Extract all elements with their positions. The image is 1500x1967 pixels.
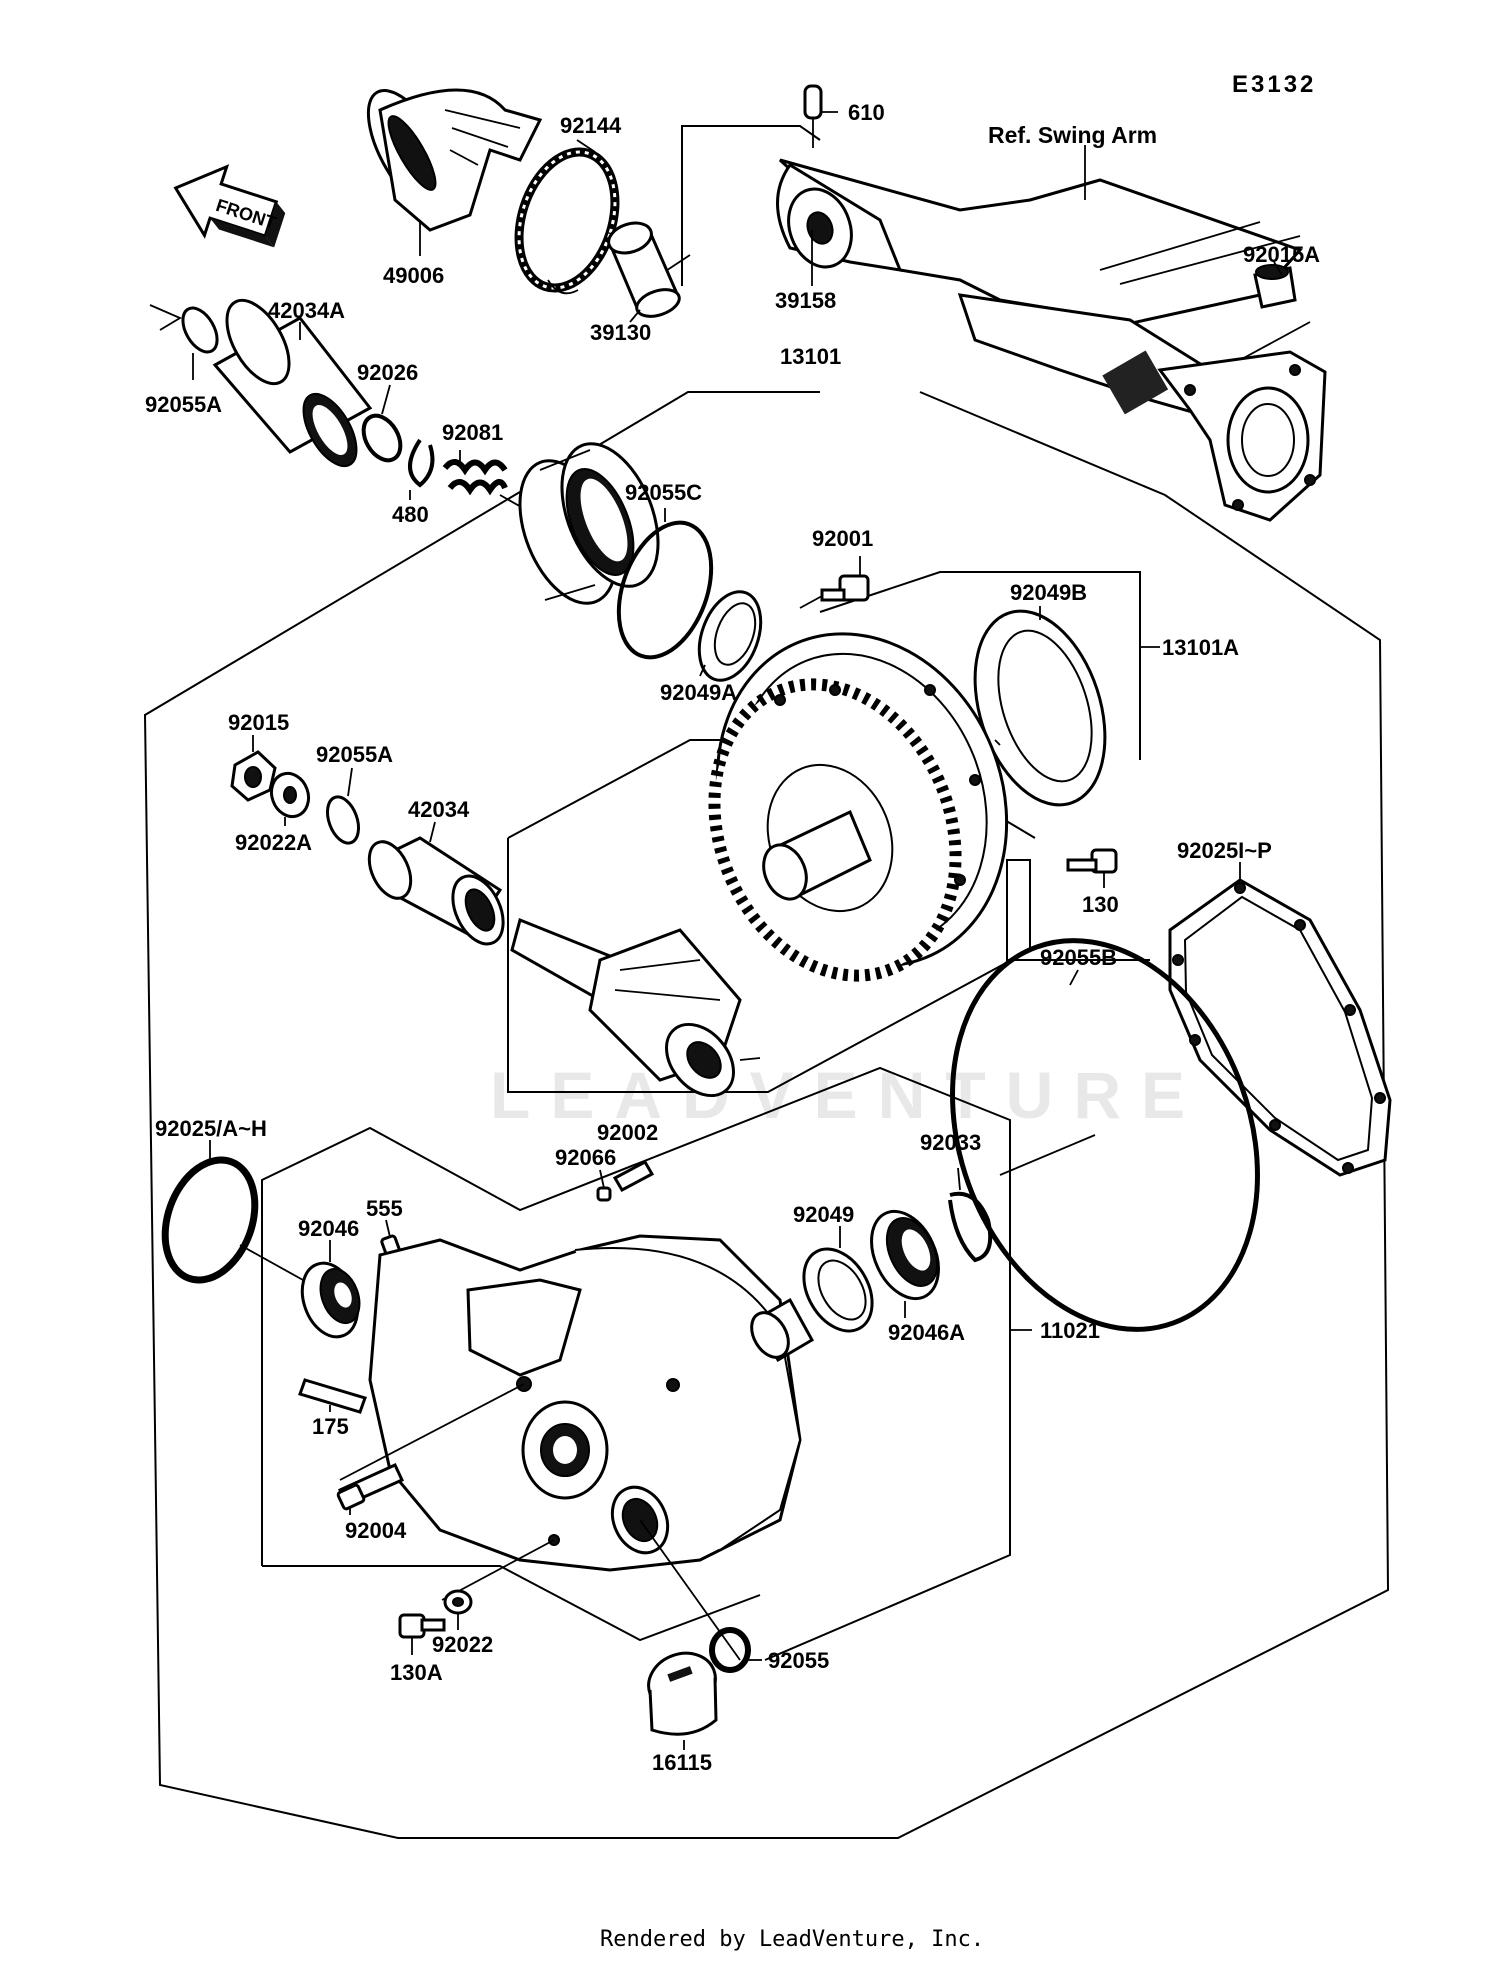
circlip-92033	[948, 1191, 993, 1263]
label-130A: 130A	[390, 1660, 443, 1685]
bearing-92055C	[518, 442, 660, 605]
label-92049: 92049	[793, 1202, 854, 1227]
label-39158: 39158	[775, 288, 836, 313]
label-92002: 92002	[597, 1120, 658, 1145]
plug-92066	[596, 1186, 612, 1202]
label-92015A: 92015A	[1243, 242, 1320, 267]
circlip-480	[408, 438, 435, 488]
bearing-92046	[300, 1261, 361, 1339]
ring-gear-13101A	[708, 632, 1009, 982]
label-92049B: 92049B	[1010, 580, 1087, 605]
washer-92022	[443, 1589, 473, 1615]
gasket-92025I-P	[1168, 878, 1392, 1177]
seal-92049A	[697, 590, 763, 682]
label-92066: 92066	[555, 1145, 616, 1170]
ref-swing-arm-label: Ref. Swing Arm	[988, 122, 1157, 148]
o-ring-92055C	[616, 520, 714, 660]
label-92022: 92022	[432, 1632, 493, 1657]
nut-92015	[230, 750, 277, 802]
swing-arm	[776, 158, 1327, 522]
label-92015: 92015	[228, 710, 289, 735]
watermark-text: LEADVENTURE	[490, 1058, 1205, 1132]
bolt-130	[1066, 848, 1118, 874]
label-11021: 11021	[1040, 1318, 1100, 1343]
final-gear-case-11021	[368, 1234, 802, 1572]
label-49006: 49006	[383, 263, 444, 288]
label-92046: 92046	[298, 1216, 359, 1241]
seal-92049	[802, 1247, 874, 1333]
label-92081: 92081	[442, 420, 503, 445]
label-92004: 92004	[345, 1518, 407, 1543]
bolt-92001	[820, 574, 870, 602]
bolt-130A	[398, 1613, 446, 1639]
frame-11021	[261, 1066, 1011, 1661]
bearing-92046A	[870, 1209, 940, 1301]
sleeve-42034A	[212, 298, 373, 468]
frame-swing-arm	[681, 125, 821, 286]
bushing-39130	[607, 221, 681, 318]
label-92025I-P: 92025I~P	[1177, 838, 1272, 863]
bolt-92002	[612, 1159, 655, 1193]
pin-610	[803, 84, 838, 120]
label-13101: 13101	[780, 344, 841, 369]
plug-16115	[647, 1651, 718, 1736]
front-arrow-icon: FRONT	[173, 164, 286, 248]
o-ring-92055A-top	[181, 306, 219, 354]
label-13101A: 13101A	[1162, 635, 1239, 660]
label-92026: 92026	[357, 360, 418, 385]
o-ring-92055	[709, 1627, 751, 1673]
label-42034: 42034	[408, 797, 470, 822]
stud-175	[298, 1378, 367, 1414]
label-92055: 92055	[768, 1648, 829, 1673]
label-16115: 16115	[652, 1750, 712, 1775]
label-92055C: 92055C	[625, 480, 702, 505]
footer-credit: Rendered by LeadVenture, Inc.	[600, 1927, 984, 1952]
label-130: 130	[1082, 892, 1119, 917]
label-92049A: 92049A	[660, 680, 737, 705]
pinion-shaft	[510, 917, 742, 1098]
collar-case	[750, 1297, 815, 1363]
label-175: 175	[312, 1414, 349, 1439]
label-92055A-mid: 92055A	[316, 742, 393, 767]
collar-42034	[367, 836, 505, 946]
stud-92004	[336, 1463, 405, 1511]
label-92025A-H: 92025/A~H	[155, 1116, 267, 1141]
cap-92015A	[1253, 264, 1297, 309]
label-610: 610	[848, 100, 885, 125]
washer-92022A	[269, 771, 311, 819]
seal-92049B	[973, 609, 1107, 807]
frame-13101	[143, 391, 1390, 1839]
label-39130: 39130	[590, 320, 651, 345]
label-555: 555	[366, 1196, 403, 1221]
label-92001: 92001	[812, 526, 873, 551]
label-92144: 92144	[560, 113, 622, 138]
label-92055A-top: 92055A	[145, 392, 222, 417]
boot-49006	[366, 88, 543, 232]
spring-92081	[442, 459, 508, 496]
label-92055B: 92055B	[1040, 945, 1117, 970]
o-ring-92055A-mid	[325, 795, 361, 845]
shim-92025A-H	[161, 1156, 259, 1284]
label-42034A: 42034A	[268, 298, 345, 323]
spring-clamp-92144	[514, 147, 620, 295]
frame-11021-bottom	[262, 1565, 761, 1642]
diagram-code: E3132	[1232, 71, 1316, 98]
o-ring-92055B	[950, 938, 1260, 1332]
frame-13101A-top	[819, 571, 1141, 760]
label-480: 480	[392, 502, 429, 527]
label-92046A: 92046A	[888, 1320, 965, 1345]
label-92033: 92033	[920, 1130, 981, 1155]
frame-13101A	[507, 838, 1150, 1093]
washer-92026	[361, 413, 403, 463]
label-92022A: 92022A	[235, 830, 312, 855]
